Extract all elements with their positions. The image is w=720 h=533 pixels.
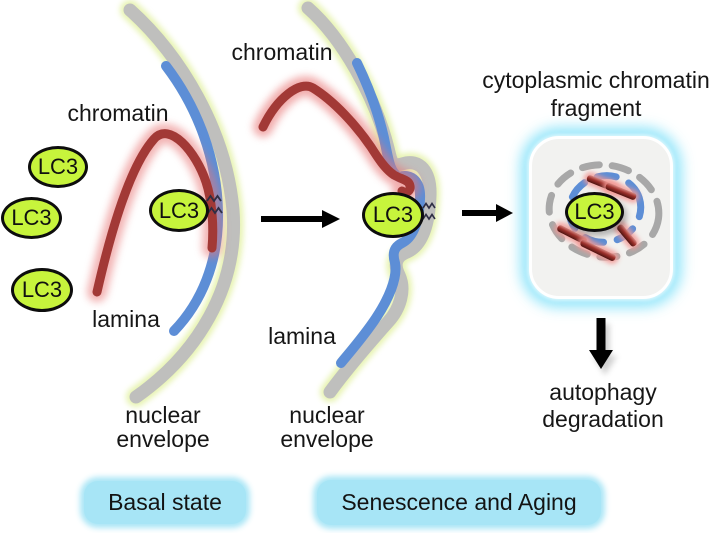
basal-state-badge: Basal state (84, 481, 246, 524)
lc3-anchor-zigzag-icon (207, 206, 223, 215)
lc3-protein: LC3 (28, 146, 88, 188)
nuclear-envelope-line2: envelope (116, 426, 210, 452)
lc3-anchor-zigzag-icon (422, 202, 436, 210)
arrow-down-icon (589, 318, 613, 369)
lc3-protein: LC3 (11, 268, 73, 312)
nuclear-envelope-label-basal: nuclear envelope (73, 403, 253, 451)
nuclear-envelope-line1: nuclear (125, 402, 201, 428)
lc3-protein-membrane-basal: LC3 (149, 189, 209, 232)
lc3-label: LC3 (158, 197, 200, 223)
nuclear-envelope-label-senescence: nuclear envelope (237, 403, 417, 451)
outcome-line1: autophagy (549, 379, 657, 405)
chromatin-label-senescence: chromatin (231, 39, 333, 65)
chromatin-label-basal: chromatin (67, 100, 169, 126)
lc3-label: LC3 (37, 154, 79, 179)
fragment-title: cytoplasmic chromatin fragment (468, 66, 720, 122)
lc3-protein: LC3 (1, 197, 62, 239)
arrow-right-icon (462, 204, 513, 222)
senescence-aging-badge: Senescence and Aging (317, 480, 601, 525)
chromatin-curve-senescence (258, 81, 415, 197)
arrow-right-icon (261, 210, 340, 228)
fragment-title-line1: cytoplasmic chromatin (482, 67, 710, 93)
lc3-protein-fragment: LC3 (565, 192, 624, 232)
outcome-line2: degradation (542, 406, 664, 432)
autophagy-degradation-label: autophagy degradation (513, 379, 693, 433)
nuclear-envelope-line1: nuclear (289, 402, 365, 428)
fragment-title-line2: fragment (550, 95, 642, 121)
lc3-label: LC3 (21, 277, 63, 302)
arrow-down-shadow (593, 324, 617, 375)
lc3-anchor-zigzag-icon (206, 194, 222, 203)
lc3-label: LC3 (372, 202, 414, 227)
lc3-protein-membrane-senescence: LC3 (362, 192, 424, 238)
lamina-label-basal: lamina (92, 306, 160, 332)
lc3-label: LC3 (11, 205, 52, 230)
nuclear-envelope-line2: envelope (280, 426, 374, 452)
lc3-anchor-zigzag-icon (422, 213, 436, 221)
lc3-label: LC3 (574, 199, 615, 224)
chromatin-glow-senescence (253, 76, 421, 203)
lamina-label-senescence: lamina (268, 323, 336, 349)
